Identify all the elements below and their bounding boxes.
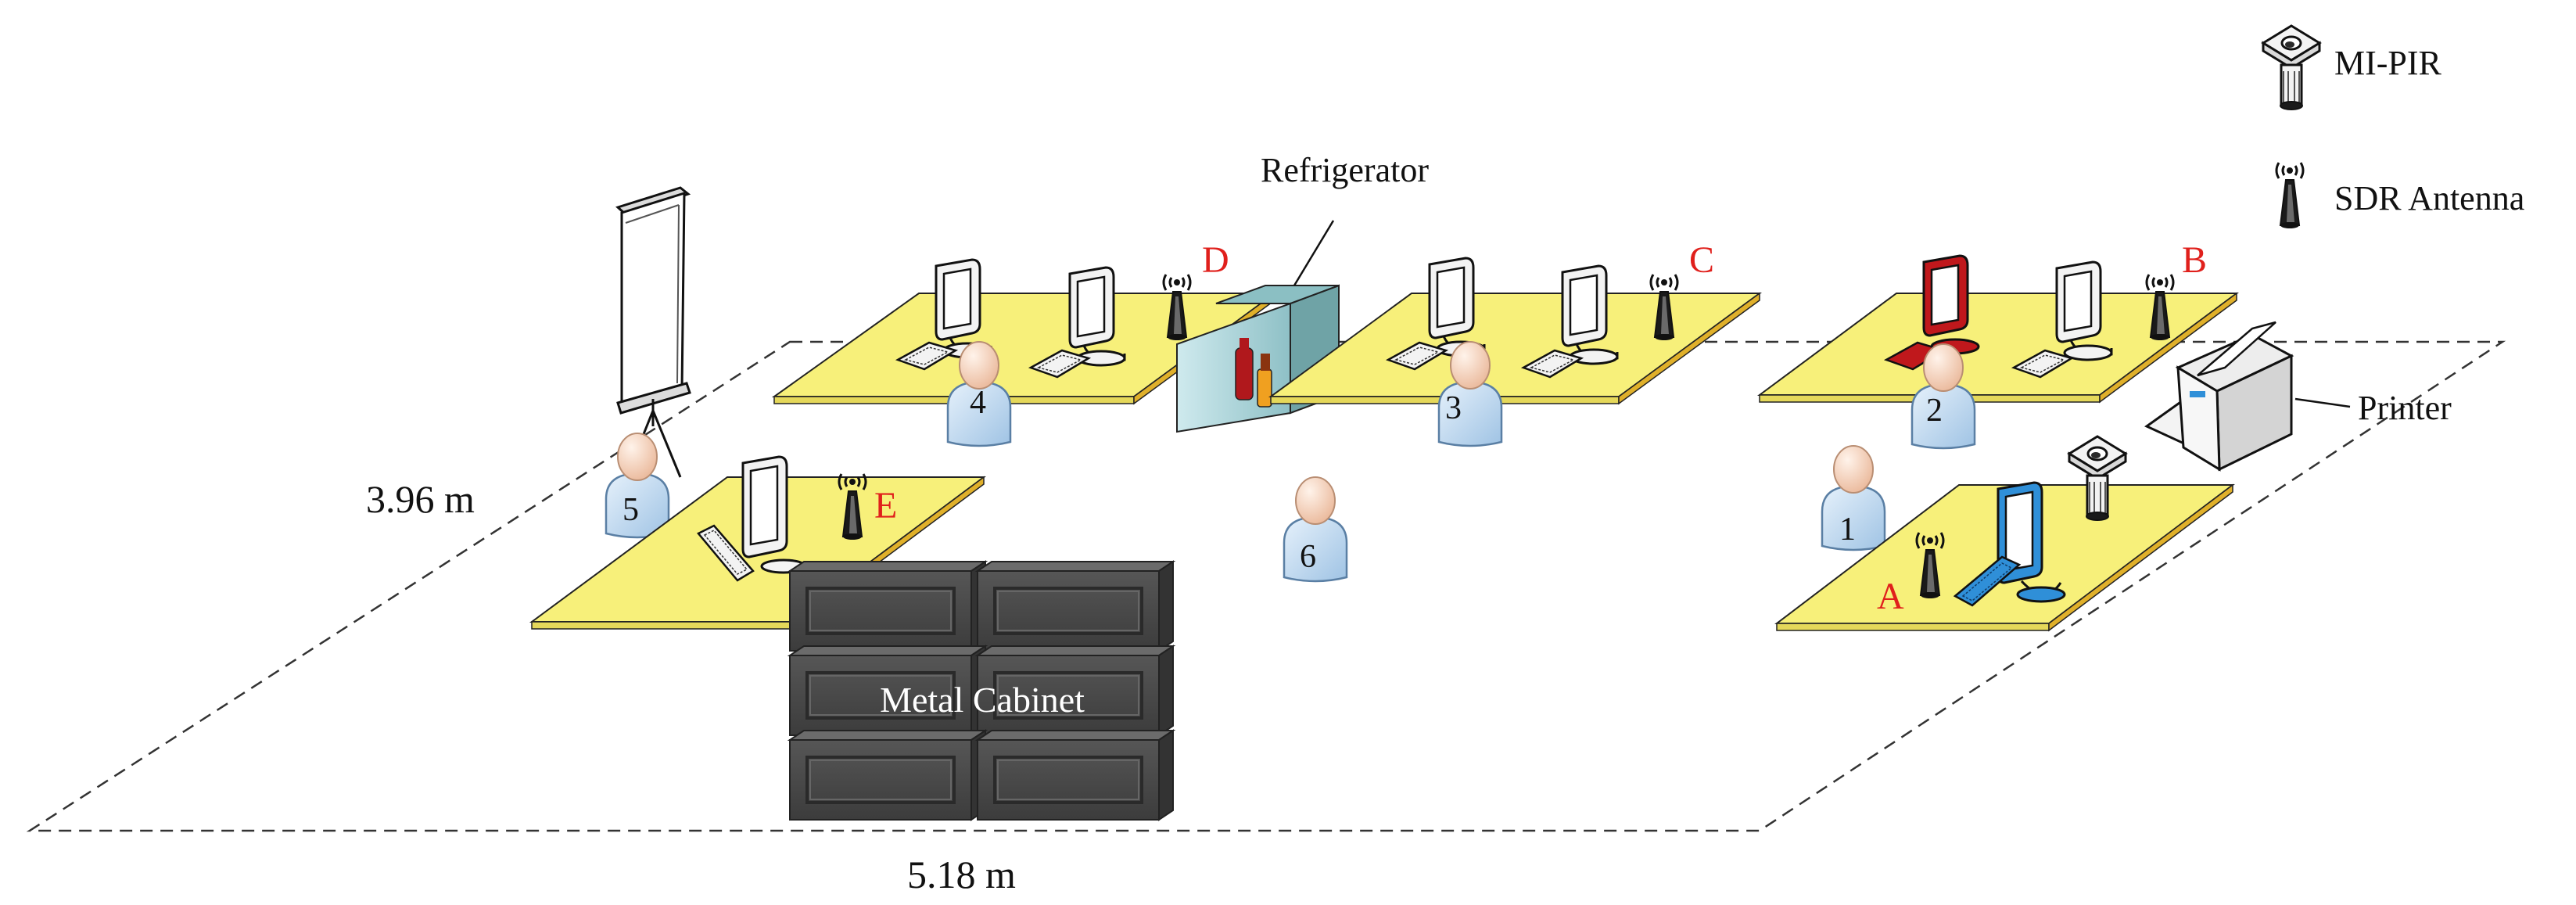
person-6-label: 6 [1300, 539, 1316, 575]
legend-mi-pir-label: MI-PIR [2334, 44, 2442, 82]
person-2-label: 2 [1926, 393, 1943, 429]
antenna-label-d: D [1202, 239, 1229, 281]
person-1-label: 1 [1839, 512, 1856, 548]
metal-cabinet-label: Metal Cabinet [880, 680, 1085, 720]
person-5-label: 5 [622, 492, 639, 528]
desk-c [1268, 292, 1763, 405]
person-4-label: 4 [970, 385, 986, 421]
antenna-label-b: B [2182, 239, 2207, 281]
printer [2144, 321, 2294, 472]
printer-label: Printer [2358, 389, 2452, 427]
desk-b [1756, 292, 2240, 404]
legend-sdr-antenna-label: SDR Antenna [2334, 179, 2524, 217]
keyboard-a-blue [1953, 555, 2022, 607]
legend-mi-pir-icon [2262, 24, 2321, 111]
monitor-a-blue [1997, 481, 2066, 603]
projector-screen [615, 186, 691, 478]
width-dimension-label: 5.18 m [907, 853, 1016, 896]
printer-pointer [2294, 397, 2351, 408]
antenna-label-e: E [874, 485, 897, 526]
refrigerator-label: Refrigerator [1261, 151, 1429, 189]
refrigerator-pointer [1293, 220, 1335, 286]
antenna-label-c: C [1689, 239, 1714, 281]
monitor-e [741, 455, 807, 574]
depth-dimension-label: 3.96 m [366, 477, 475, 521]
keyboard-e [697, 524, 755, 582]
legend-sdr-antenna-icon [2275, 161, 2305, 230]
person-3-label: 3 [1445, 390, 1462, 426]
antenna-label-a: A [1877, 576, 1904, 617]
